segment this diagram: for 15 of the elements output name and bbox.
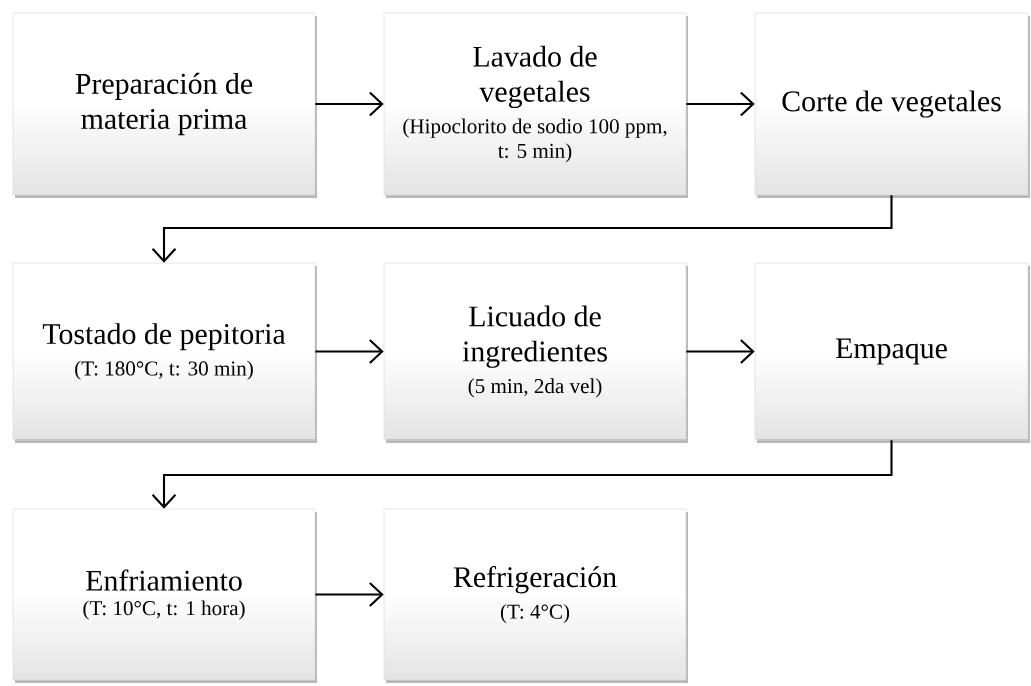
- arrow: [151, 440, 893, 509]
- process-box: Licuado de ingredientes (5 min, 2da vel): [383, 262, 688, 443]
- process-box: Preparación de materia prima: [12, 12, 317, 198]
- arrow: [686, 91, 755, 117]
- arrow: [315, 339, 384, 364]
- process-box: Lavado de vegetales (Hipoclorito de sodio 100 ppm, t: 5 min): [383, 12, 688, 198]
- arrow: [315, 91, 384, 117]
- process-box: Empaque: [754, 262, 1030, 443]
- process-box: Refrigeración (T: 4°C): [383, 508, 688, 683]
- process-box: Enfriamiento (T: 10°C, t: 1 hora): [12, 508, 317, 683]
- arrow: [315, 582, 384, 607]
- arrow: [151, 195, 893, 263]
- arrow: [686, 339, 755, 364]
- process-box: Tostado de pepitoria (T: 180°C, t: 30 min): [12, 262, 317, 443]
- process-box: Corte de vegetales: [754, 12, 1030, 198]
